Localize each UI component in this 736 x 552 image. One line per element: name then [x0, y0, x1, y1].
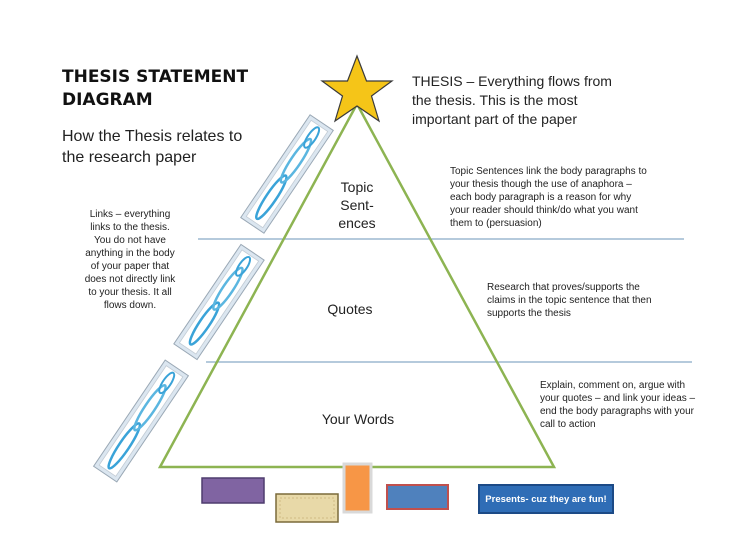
- note-line: Topic Sentences link the body paragraphs…: [450, 166, 647, 177]
- note-line: claims in the topic sentence that then: [487, 295, 652, 306]
- chain-link-image: [173, 243, 265, 361]
- note-topic-sentences: Topic Sentences link the body paragraphs…: [450, 165, 690, 230]
- subtitle-line: How the Thesis relates to: [62, 128, 243, 145]
- note-line: your reader should think/do what you wan…: [450, 205, 638, 216]
- page-subtitle: How the Thesis relates to the research p…: [62, 126, 262, 168]
- gift-purple: [201, 477, 265, 504]
- note-line: does not directly link: [84, 274, 176, 285]
- note-links: Links – everything links to the thesis. …: [66, 208, 194, 312]
- gift-orange: [342, 462, 373, 514]
- note-line: end the body paragraphs with your: [540, 406, 694, 417]
- note-line: Research that proves/supports the: [487, 282, 640, 293]
- thesis-note-line: THESIS – Everything flows from: [412, 73, 612, 89]
- note-line: links to the thesis.: [90, 222, 170, 233]
- note-line: each body paragraph is a reason for why: [450, 192, 632, 203]
- note-line: them to (persuasion): [450, 218, 542, 229]
- note-line: of your paper that: [90, 261, 170, 272]
- chain-link-image: [240, 114, 334, 234]
- note-line: anything in the body: [85, 248, 175, 259]
- subtitle-line: the research paper: [62, 149, 197, 166]
- presents-button[interactable]: Presents- cuz they are fun!: [478, 484, 614, 514]
- tier-label-quotes: Quotes: [327, 301, 373, 317]
- tier-label-line: ences: [338, 215, 376, 231]
- note-line: your quotes – and link your ideas –: [540, 393, 696, 404]
- gift-parchment: [275, 493, 339, 523]
- note-line: Explain, comment on, argue with: [540, 380, 686, 391]
- title-line: THESIS STATEMENT: [62, 67, 249, 87]
- tier-label-your-words: Your Words: [321, 411, 395, 427]
- note-line: flows down.: [103, 300, 157, 311]
- note-quotes: Research that proves/supports the claims…: [487, 281, 687, 320]
- note-line: You do not have: [94, 235, 166, 246]
- note-your-words: Explain, comment on, argue with your quo…: [540, 379, 730, 431]
- thesis-note-line: the thesis. This is the most: [412, 92, 578, 108]
- tier-label-line: Topic: [340, 179, 374, 195]
- note-line: to your thesis. It all: [88, 287, 172, 298]
- tier-label-line: Sent-: [340, 197, 374, 213]
- thesis-note-line: important part of the paper: [412, 111, 577, 127]
- page-title: THESIS STATEMENT DIAGRAM: [62, 66, 262, 112]
- chain-link-image: [92, 359, 190, 483]
- note-line: call to action: [540, 419, 596, 430]
- tier-label-topic-sentences: Topic Sent- ences: [317, 178, 397, 232]
- note-line: Links – everything: [89, 209, 171, 220]
- note-line: your thesis though the use of anaphora –: [450, 179, 632, 190]
- thesis-note: THESIS – Everything flows from the thesi…: [412, 72, 632, 129]
- star-icon: [320, 54, 394, 123]
- gift-blue: [386, 484, 449, 510]
- title-line: DIAGRAM: [62, 90, 153, 110]
- note-line: supports the thesis: [487, 308, 571, 319]
